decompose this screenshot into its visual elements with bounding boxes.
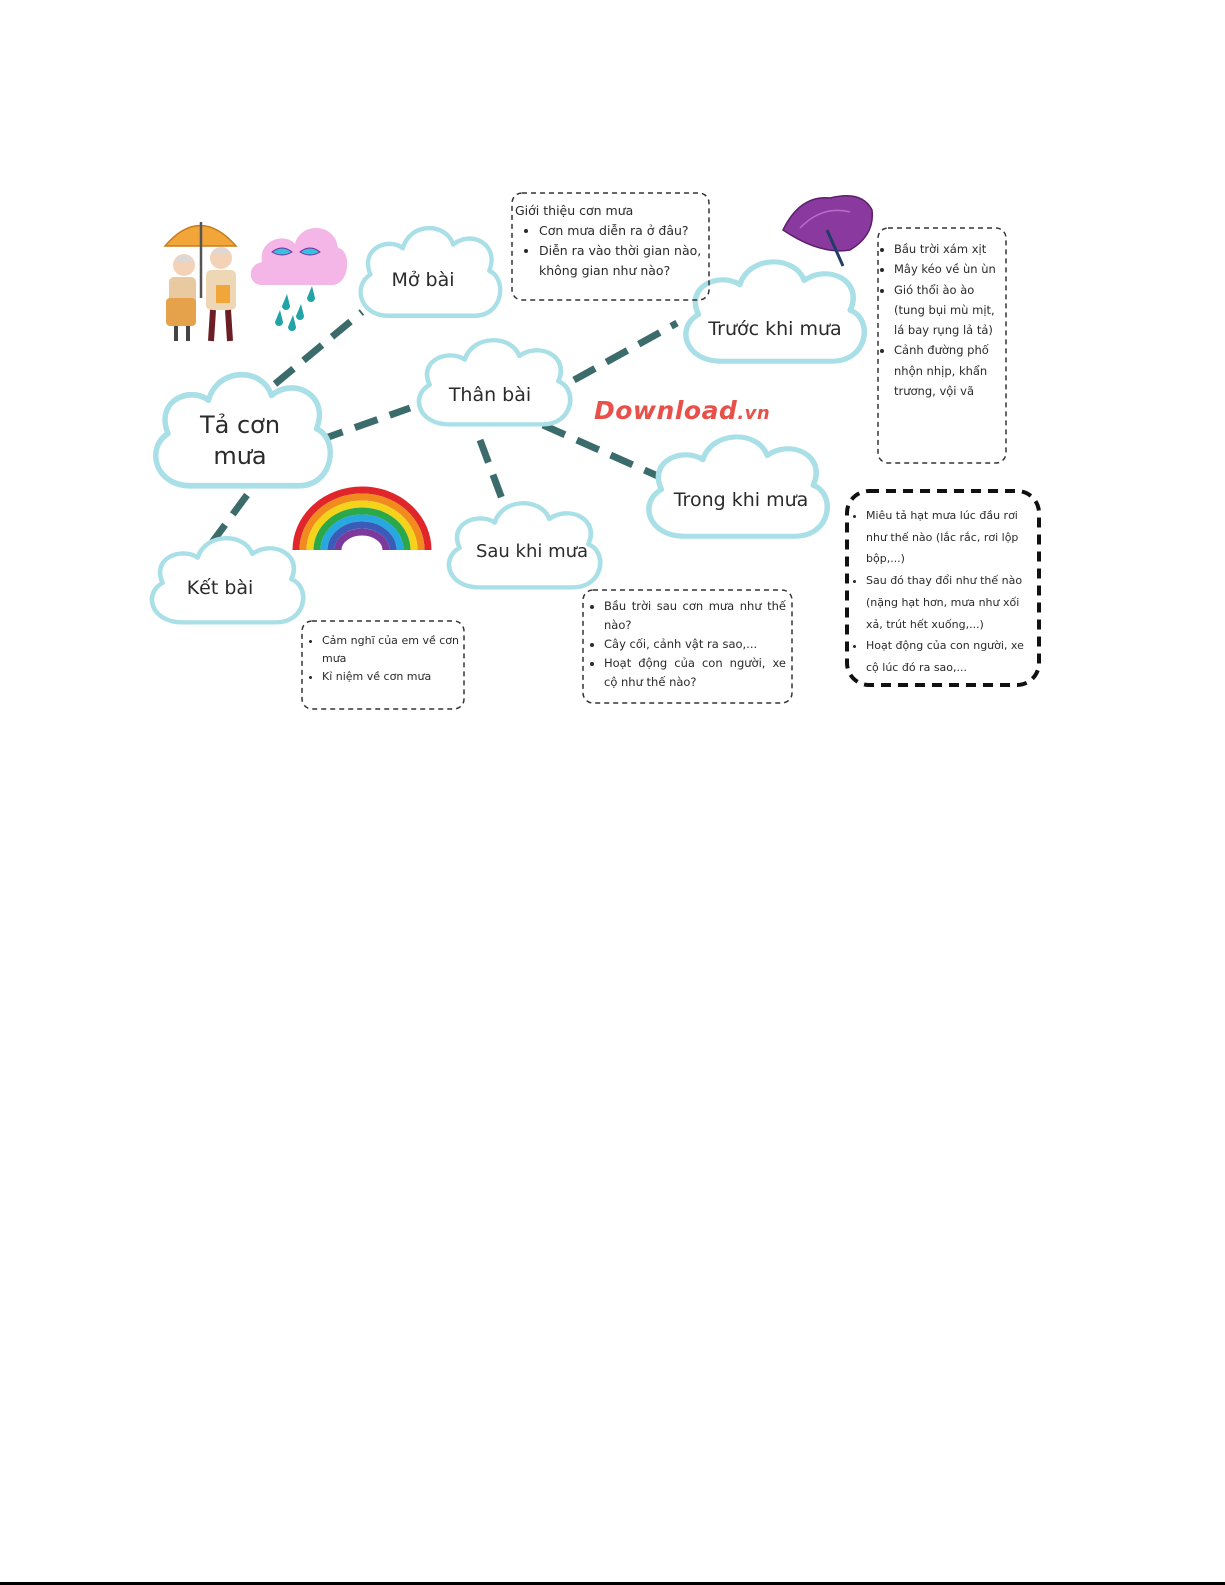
note-box-trong-khi-mua [845,489,1041,687]
list-item: Hoạt động của con người, xe cộ lúc đó ra… [866,635,1038,678]
list-item: Mây kéo về ùn ùn [894,259,1004,279]
watermark-suffix: .vn [737,403,771,424]
note-trong-khi-mua: Miêu tả hạt mưa lúc đầu rơi như thế nào … [852,505,1038,679]
list-item: Bầu trời sau cơn mưa như thế nào? [604,597,786,635]
elderly-couple-umbrella-icon [163,222,238,342]
list-item: Miêu tả hạt mưa lúc đầu rơi như thế nào … [866,505,1038,570]
rainbow-icon [292,486,432,551]
list-item: Hoạt động của con người, xe cộ như thế n… [604,654,786,692]
node-truoc-khi-mua[interactable]: Trước khi mưa [708,318,842,340]
list-item: Cây cối, cảnh vật ra sao,... [604,635,786,654]
note-box-truoc-khi-mua [877,227,1007,464]
list-item: Bầu trời xám xịt [894,239,1004,259]
note-ket-bai: Cảm nghĩ của em về cơn mưa Kỉ niệm về cơ… [307,632,459,686]
note-mo-bai: Giới thiệu cơn mưa Cơn mưa diễn ra ở đâu… [515,201,709,281]
list-item: Cảm nghĩ của em về cơn mưa [322,632,459,668]
note-sau-khi-mua-list: Bầu trời sau cơn mưa như thế nào? Cây cố… [588,597,786,692]
note-box-ket-bai [301,620,465,710]
note-ket-bai-list: Cảm nghĩ của em về cơn mưa Kỉ niệm về cơ… [307,632,459,686]
connector-thanbai-trong [541,421,662,481]
connector-root-thanbai [318,404,412,444]
note-trong-khi-mua-list: Miêu tả hạt mưa lúc đầu rơi như thế nào … [852,505,1038,679]
note-truoc-khi-mua-list: Bầu trời xám xịt Mây kéo về ùn ùn Gió th… [880,239,1004,401]
note-mo-bai-heading: Giới thiệu cơn mưa [515,203,634,218]
list-item: Kỉ niệm về cơn mưa [322,668,459,686]
node-than-bai[interactable]: Thân bài [448,384,532,406]
list-item: Cảnh đường phố nhộn nhịp, khẩn trương, v… [894,340,1004,401]
cloud-trong-khi-mua [649,437,827,536]
node-trong-khi-mua[interactable]: Trong khi mưa [673,489,809,511]
note-box-mo-bai [511,192,710,301]
list-item: Sau đó thay đổi như thế nào (nặng hạt hơ… [866,570,1038,635]
cloud-truoc-khi-mua [686,262,864,361]
page-bottom-rule [0,1582,1225,1585]
list-item: Gió thổi ào ào (tung bụi mù mịt, lá bay … [894,280,1004,341]
note-box-sau-khi-mua [582,589,793,704]
note-sau-khi-mua: Bầu trời sau cơn mưa như thế nào? Cây cố… [588,597,786,692]
watermark-main: Download [594,396,738,425]
node-mo-bai[interactable]: Mở bài [391,269,455,291]
note-mo-bai-list: Cơn mưa diễn ra ở đâu? Diễn ra vào thời … [515,221,709,281]
rain-cloud-icon [250,227,348,331]
node-ket-bai[interactable]: Kết bài [186,577,254,599]
connector-thanbai-truoc [572,319,679,384]
connector-thanbai-sau [476,438,512,517]
umbrella-icon [782,195,874,267]
list-item: Cơn mưa diễn ra ở đâu? [539,221,709,241]
list-item: Diễn ra vào thời gian nào, không gian nh… [539,241,709,281]
watermark: Download.vn [594,396,770,425]
node-sau-khi-mua[interactable]: Sau khi mưa [475,541,589,562]
node-root[interactable]: Tả cơn mưa [199,411,281,471]
connector-root-mobai [272,309,365,387]
note-truoc-khi-mua: Bầu trời xám xịt Mây kéo về ùn ùn Gió th… [880,239,1004,401]
